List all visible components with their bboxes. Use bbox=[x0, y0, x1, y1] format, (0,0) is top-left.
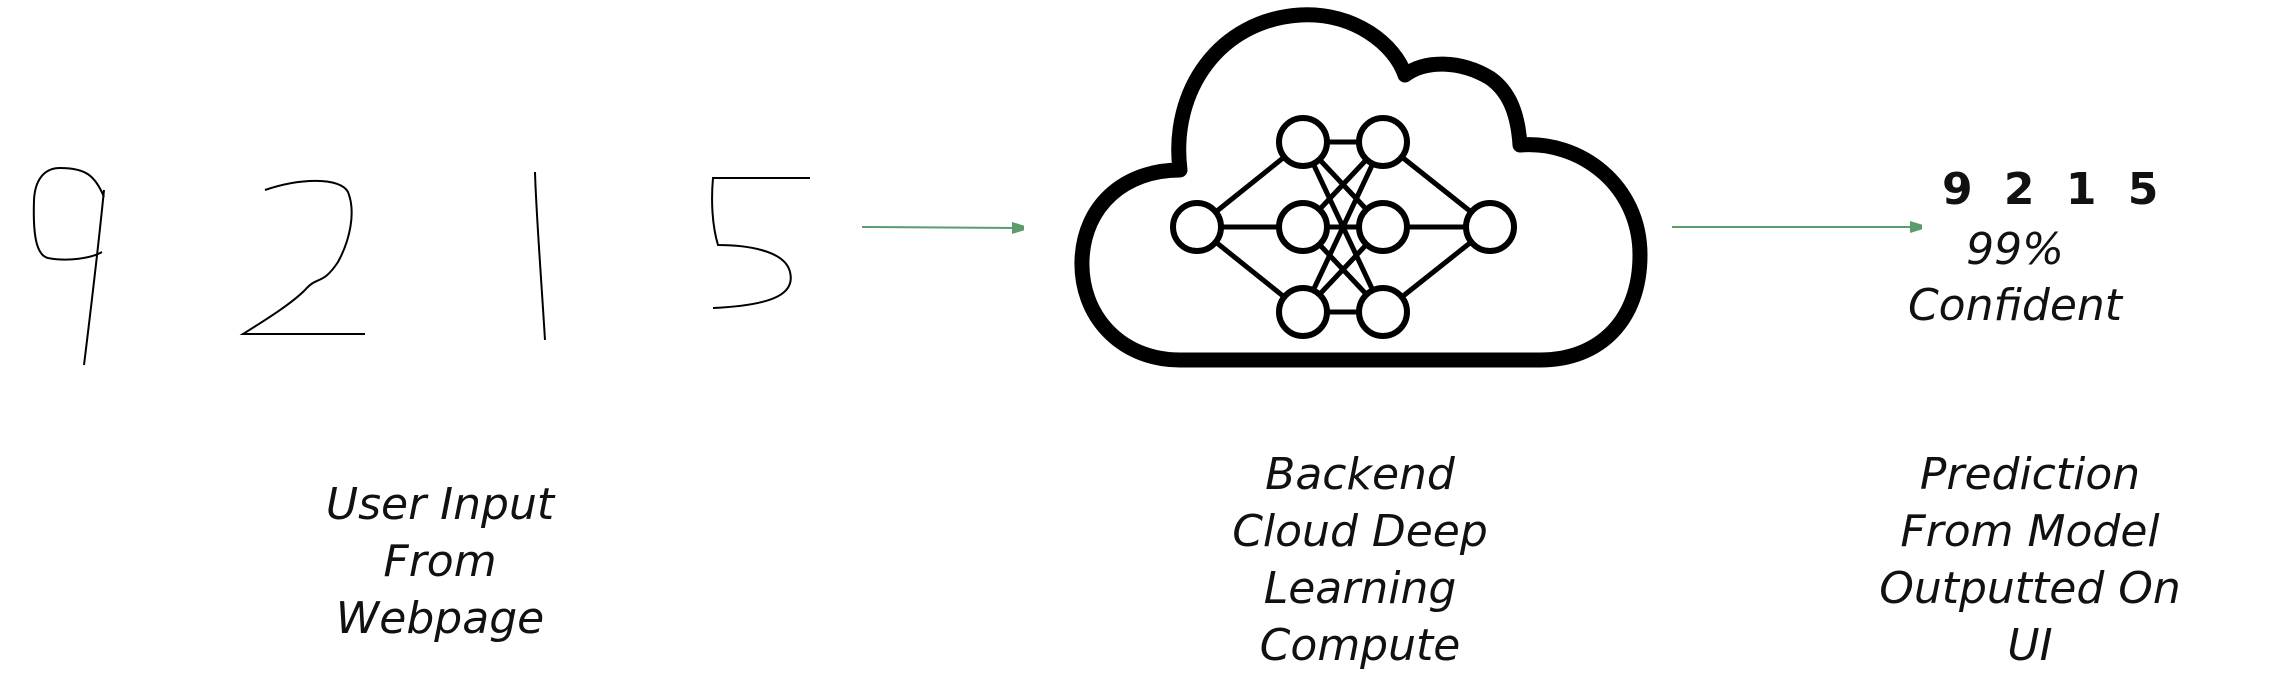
caption-line: Learning bbox=[1263, 563, 1457, 614]
caption-line: UI bbox=[2007, 620, 2053, 671]
hidden-node bbox=[1356, 200, 1410, 254]
hidden-node bbox=[1276, 115, 1330, 169]
caption-line: Compute bbox=[1259, 620, 1461, 671]
digit-5-sketch bbox=[711, 177, 810, 309]
cloud-neural-network-icon bbox=[1074, 7, 1648, 368]
backend-caption: Backend Cloud Deep Learning Compute bbox=[1210, 446, 1510, 674]
hidden-node bbox=[1276, 200, 1330, 254]
input-caption: User Input From Webpage bbox=[300, 476, 580, 647]
hidden-node bbox=[1356, 285, 1410, 339]
hidden-node bbox=[1356, 115, 1410, 169]
output-node bbox=[1463, 200, 1517, 254]
prediction-confidence: 99% Confident bbox=[1900, 222, 2130, 334]
caption-line: From bbox=[383, 536, 497, 587]
caption-line: Webpage bbox=[335, 593, 545, 644]
caption-line: From Model bbox=[1900, 506, 2160, 557]
caption-line: Cloud Deep bbox=[1232, 506, 1488, 557]
confidence-word: Confident bbox=[1907, 280, 2123, 331]
output-caption: Prediction From Model Outputted On UI bbox=[1870, 446, 2190, 674]
prediction-digits: 9 2 1 5 bbox=[1942, 164, 2167, 215]
caption-line: User Input bbox=[325, 479, 555, 530]
caption-line: Backend bbox=[1265, 449, 1455, 500]
confidence-value: 99% bbox=[1966, 224, 2064, 275]
digit-9-sketch bbox=[32, 166, 105, 366]
input-node bbox=[1170, 200, 1224, 254]
digit-1-sketch bbox=[534, 171, 546, 341]
hidden-node bbox=[1276, 285, 1330, 339]
handwritten-digits bbox=[32, 166, 810, 366]
arrow-input-to-cloud bbox=[861, 227, 1022, 228]
caption-line: Prediction bbox=[1919, 449, 2141, 500]
caption-line: Outputted On bbox=[1879, 563, 2181, 614]
digit-2-sketch bbox=[239, 179, 365, 335]
